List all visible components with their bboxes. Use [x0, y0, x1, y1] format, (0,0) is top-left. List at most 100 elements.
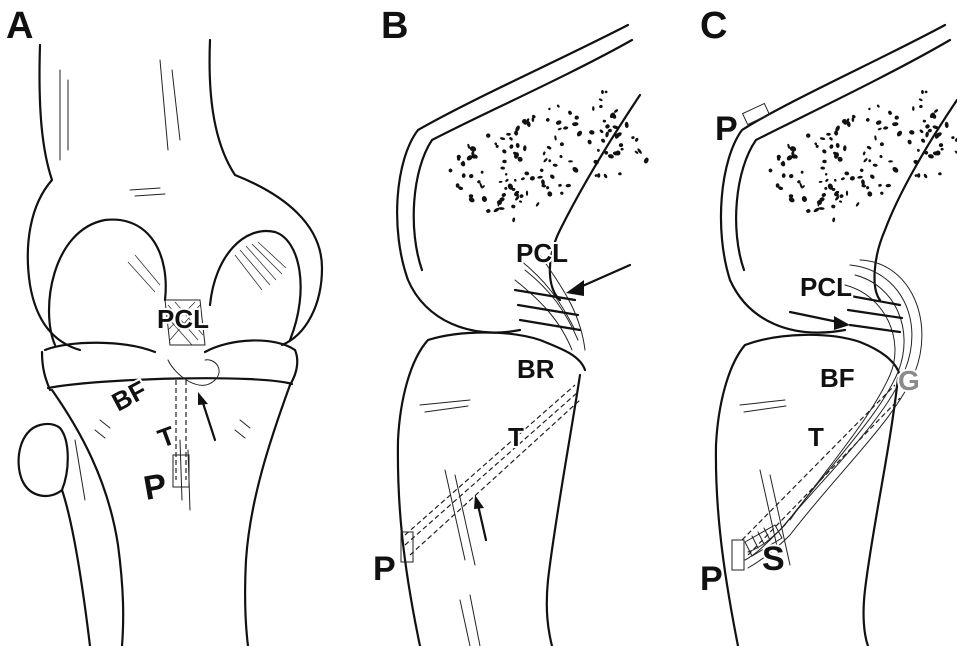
bone-speckle — [572, 122, 579, 127]
bone-speckle — [469, 194, 474, 198]
bone-speckle — [597, 173, 600, 178]
bone-speckle — [557, 127, 562, 130]
bone-speckle — [877, 127, 882, 130]
bone-speckle — [523, 145, 527, 151]
bone-speckle — [521, 177, 526, 181]
bone-speckle — [643, 157, 650, 164]
bone-speckle — [939, 143, 944, 147]
bone-speckle — [844, 171, 850, 176]
panel-a-fibula — [19, 424, 90, 646]
panel-b-arrow-lower — [478, 505, 486, 540]
bone-speckle — [944, 122, 948, 129]
bone-speckle — [896, 130, 903, 138]
bone-speckle — [500, 166, 505, 169]
bone-speckle — [512, 217, 516, 222]
bone-speckle — [604, 123, 610, 129]
bone-speckle — [825, 173, 828, 176]
panel-c-label-s: S — [762, 540, 785, 578]
bone-speckle — [600, 138, 606, 144]
bone-speckle — [873, 163, 878, 167]
bone-speckle — [502, 160, 506, 163]
bone-speckle — [885, 184, 891, 188]
bone-speckle — [546, 118, 550, 122]
bone-speckle — [923, 119, 927, 122]
panel-b-arrow-upper — [578, 265, 630, 288]
bone-speckle — [768, 168, 773, 173]
bone-speckle — [542, 151, 546, 156]
bone-speckle — [546, 186, 550, 190]
panel-c-femur-inner — [736, 40, 950, 270]
bone-speckle — [829, 136, 834, 141]
bone-speckle — [618, 172, 622, 176]
bone-speckle — [603, 119, 607, 122]
bone-speckle — [855, 202, 860, 208]
bone-speckle — [832, 217, 836, 222]
bone-speckle — [839, 194, 844, 198]
panel-b-tibia-outline — [398, 333, 585, 646]
bone-speckle — [891, 166, 899, 174]
bone-speckle — [601, 90, 604, 94]
panel-a: A PCL BF T P — [6, 5, 322, 646]
bone-speckle — [846, 191, 848, 196]
panel-a-label-p: P — [141, 467, 170, 508]
bone-speckle — [951, 136, 955, 139]
bone-speckle — [576, 130, 583, 138]
bone-speckle — [504, 187, 508, 191]
bone-speckle — [863, 157, 868, 163]
bone-speckle — [529, 175, 535, 181]
bone-speckle — [599, 104, 603, 108]
panel-c-letter: C — [700, 5, 727, 47]
panel-b: B PCL BR T P — [373, 5, 650, 646]
bone-speckle — [469, 174, 474, 179]
panel-b-label-p: P — [373, 550, 396, 588]
panel-a-arrow — [202, 400, 215, 440]
bone-speckle — [599, 129, 604, 134]
bone-speckle — [835, 143, 840, 149]
bone-speckle — [598, 98, 603, 102]
bone-speckle — [515, 143, 520, 149]
bone-speckle — [831, 204, 836, 208]
bone-speckle — [866, 118, 870, 122]
panel-c-label-p-top: P — [715, 110, 738, 148]
bone-speckle — [934, 109, 939, 114]
bone-speckle — [509, 144, 514, 150]
bone-speckle — [486, 209, 491, 214]
bone-speckle — [619, 143, 624, 147]
bone-speckle — [614, 109, 619, 114]
bone-speckle — [541, 184, 546, 188]
bone-speckle — [511, 204, 516, 208]
bone-speckle — [866, 186, 870, 190]
panel-a-tibia-shaft — [52, 385, 290, 646]
bone-speckle — [547, 191, 553, 197]
bone-speckle — [546, 145, 552, 150]
bone-speckle — [620, 148, 623, 151]
panel-b-letter: B — [381, 5, 408, 47]
bone-speckle — [868, 159, 871, 162]
bone-speckle — [549, 174, 555, 180]
bone-speckle — [624, 122, 628, 129]
panel-b-tunnel — [405, 385, 580, 555]
bone-speckle — [800, 170, 804, 174]
bone-speckle — [558, 184, 562, 188]
bone-speckle — [920, 138, 926, 144]
bone-speckle — [501, 192, 507, 198]
bone-speckle — [603, 173, 608, 179]
bone-speckle — [592, 106, 594, 111]
bone-speckle — [925, 131, 930, 138]
panel-c-label-p: P — [700, 560, 723, 598]
panel-b-arrowhead-lower — [474, 495, 484, 509]
bone-speckle — [866, 145, 872, 150]
bone-speckle — [883, 126, 889, 130]
bone-speckle — [820, 166, 825, 169]
bone-speckle — [519, 200, 523, 203]
panel-c-arrowhead — [834, 316, 850, 330]
panel-a-label-t: T — [154, 420, 179, 454]
bone-speckle — [514, 179, 517, 182]
bone-speckle — [499, 181, 503, 183]
bone-speckle — [917, 149, 920, 152]
bone-speckle — [878, 184, 882, 188]
bone-speckle — [505, 173, 508, 176]
bone-speckle — [563, 126, 569, 130]
bone-speckle — [509, 136, 514, 141]
bone-speckle — [843, 145, 847, 151]
